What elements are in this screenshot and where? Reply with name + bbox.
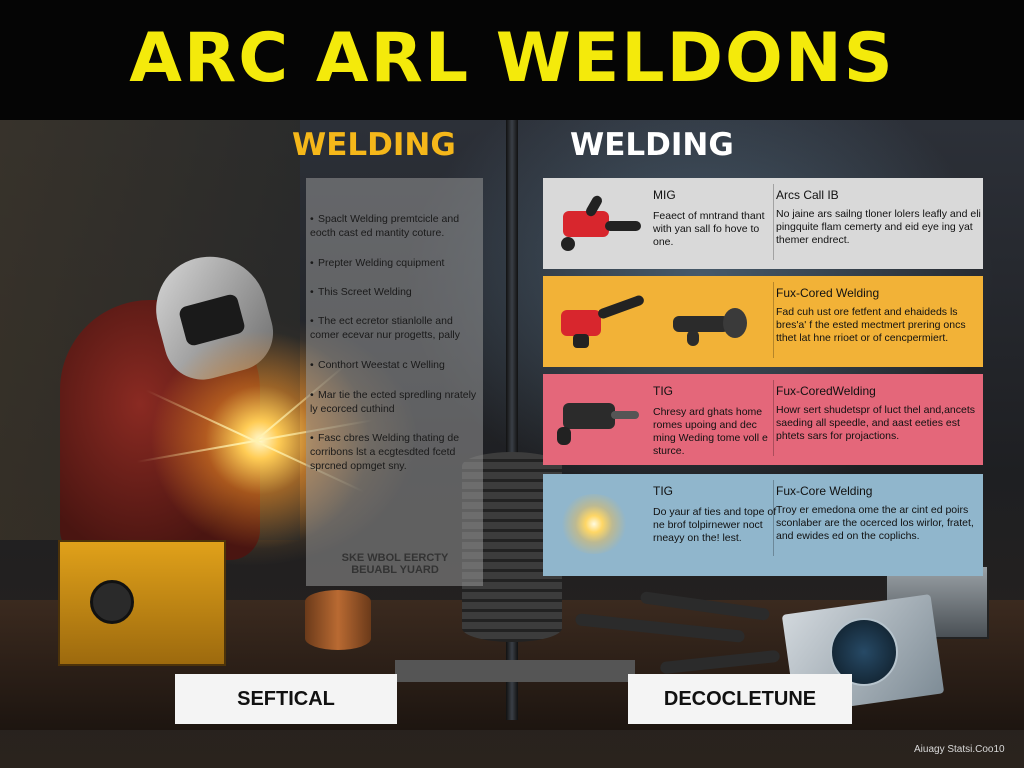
spark-icon <box>559 494 629 554</box>
left-info-panel <box>306 178 483 586</box>
welding-machine <box>58 540 226 666</box>
disc-icon <box>830 618 898 686</box>
process-description: Fad cuh ust ore fetfent and ehaideds ls … <box>776 306 966 344</box>
process-description: No jaine ars sailng tloner lolers leafly… <box>776 208 981 246</box>
process-description: Troy er emedona ome the ar cint ed poirs… <box>776 504 974 542</box>
main-title: ARC ARL WELDONS <box>129 19 895 98</box>
process-name: MIG <box>653 188 676 202</box>
watermark: Aiuagy Statsi.Coo10 <box>914 744 1005 755</box>
title-bar <box>0 0 1024 120</box>
right-bottom-label: DECOCLETUNE <box>628 674 852 724</box>
process-name: TIG <box>653 384 673 398</box>
metal-cylinder <box>305 590 371 650</box>
panel-footer: SKE WBOL EERCTY BEUABL YUARD <box>341 552 449 576</box>
list-item: •Spaclt Welding premtcicle and eocth cas… <box>310 213 460 239</box>
list-item: •Fasc cbres Welding thating de corribons… <box>310 432 460 472</box>
left-bottom-label: SEFTICAL <box>175 674 397 724</box>
column-divider <box>773 480 774 556</box>
list-item: •Conthort Weestat c Welling <box>310 359 445 371</box>
column-divider <box>773 282 774 358</box>
process-name: Arcs Call IB <box>776 188 839 202</box>
drill-gun-icon <box>673 298 753 348</box>
machine-knob-icon <box>90 580 134 624</box>
tig-torch-icon <box>553 389 639 449</box>
right-section-heading: WELDING <box>570 127 734 163</box>
table-row: TIG Do yaur af ties and tope of ne brof … <box>543 474 983 576</box>
list-item: •Mar tie the ected spredling nrately ly … <box>310 389 477 415</box>
process-name: Fux-Cored Welding <box>776 286 880 300</box>
process-name: TIG <box>653 484 673 498</box>
list-item: •This Screet Welding <box>310 286 412 298</box>
process-description: Do yaur af ties and tope of ne brof tolp… <box>653 506 777 544</box>
steel-plank <box>395 660 635 682</box>
process-description: Feaect of mntrand thant with yan sall fo… <box>653 210 765 248</box>
process-description: Chresy ard ghats home romes upoing and d… <box>653 406 768 457</box>
column-divider <box>773 380 774 456</box>
list-item: •Prepter Welding cquipment <box>310 257 445 269</box>
table-row: TIG Chresy ard ghats home romes upoing a… <box>543 374 983 465</box>
flux-core-gun-icon <box>553 290 648 350</box>
list-item: •The ect ecretor stianlolle and comer ec… <box>310 315 460 341</box>
process-name: Fux-Core Welding <box>776 484 873 498</box>
mig-gun-icon <box>553 193 641 253</box>
process-name: Fux-CoredWelding <box>776 384 876 398</box>
left-section-heading: WELDING <box>292 127 456 163</box>
process-description: Howr sert shudetspr of luct thel and,anc… <box>776 404 976 442</box>
column-divider <box>773 184 774 260</box>
table-row: MIG Feaect of mntrand thant with yan sal… <box>543 178 983 269</box>
table-row: Fux-Cored Welding Fad cuh ust ore fetfen… <box>543 276 983 367</box>
